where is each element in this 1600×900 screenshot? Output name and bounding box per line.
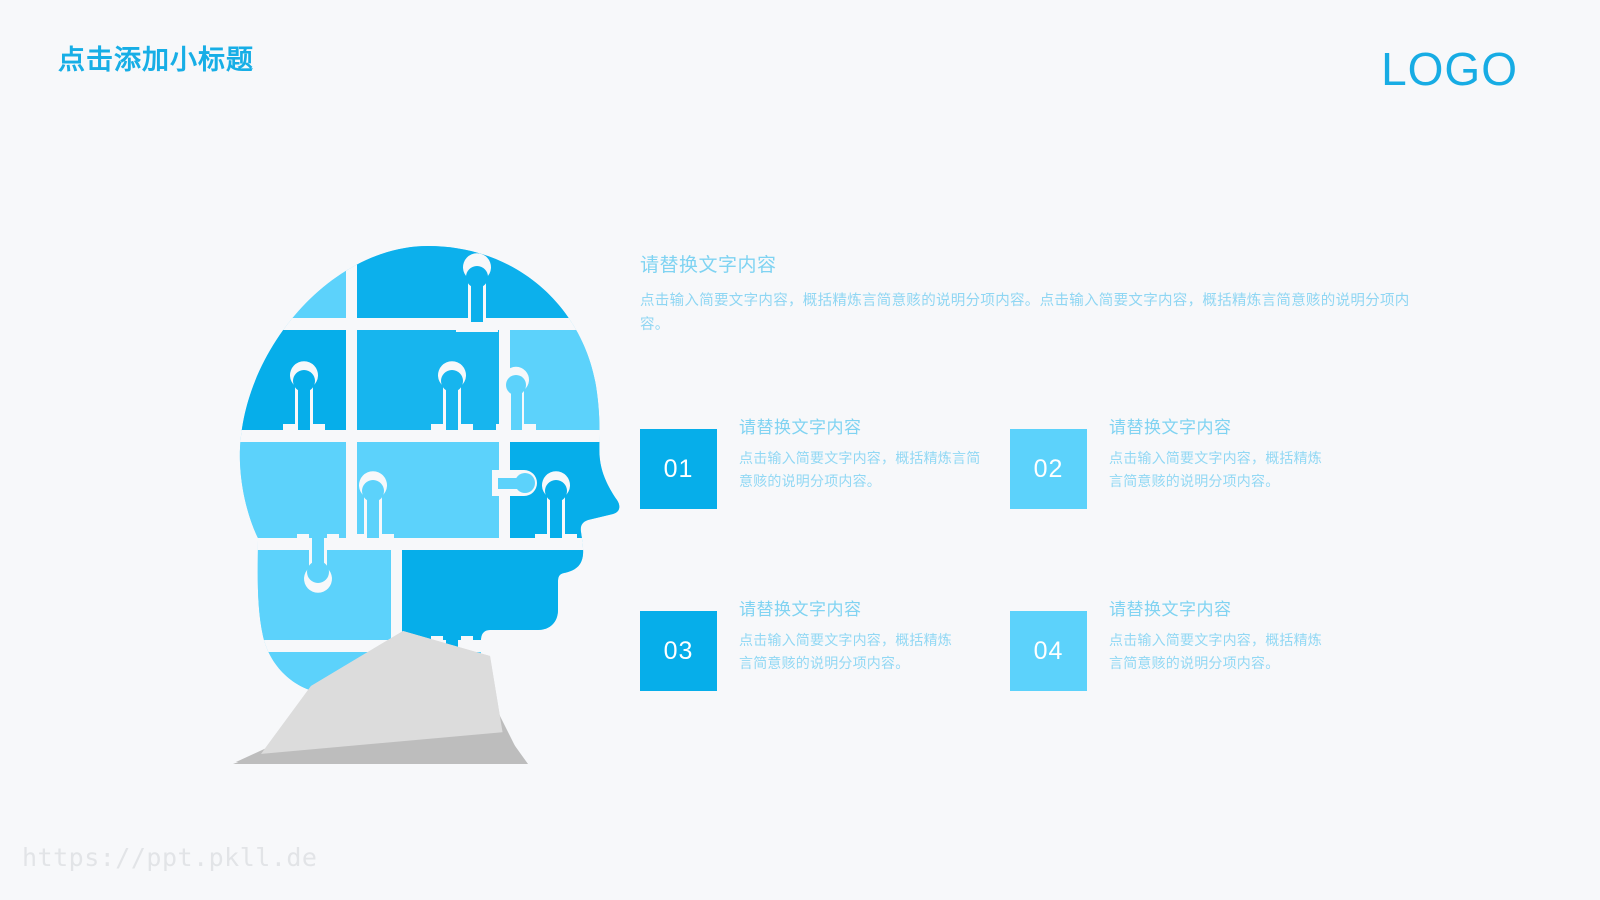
card-number-02: 02 — [1033, 454, 1064, 483]
card-number-01: 01 — [663, 454, 694, 483]
info-card-04[interactable]: 04 请替换文字内容 点击输入简要文字内容，概括精炼言简意赅的说明分项内容。 — [1010, 595, 1380, 691]
card-number-box-03: 03 — [640, 611, 717, 691]
cards-grid: 01 请替换文字内容 点击输入简要文字内容，概括精炼言简意赅的说明分项内容。 0… — [640, 413, 1430, 691]
logo-text: LOGO — [1381, 43, 1518, 95]
card-number-04: 04 — [1033, 636, 1064, 665]
intro-heading: 请替换文字内容 — [640, 255, 777, 276]
page-title: 点击添加小标题 — [58, 45, 254, 75]
card-heading-04: 请替换文字内容 — [1109, 600, 1232, 619]
slide-header: 点击添加小标题 LOGO — [0, 0, 1600, 130]
card-text-04: 请替换文字内容 点击输入简要文字内容，概括精炼言简意赅的说明分项内容。 — [1109, 595, 1331, 691]
card-number-box-04: 04 — [1010, 611, 1087, 691]
card-text-02: 请替换文字内容 点击输入简要文字内容，概括精炼言简意赅的说明分项内容。 — [1109, 413, 1331, 509]
intro-panel: 请替换文字内容 点击输入简要文字内容，概括精炼言简意赅的说明分项内容。点击输入简… — [640, 250, 1430, 337]
card-text-03: 请替换文字内容 点击输入简要文字内容，概括精炼言简意赅的说明分项内容。 — [739, 595, 961, 691]
card-body-04: 点击输入简要文字内容，概括精炼言简意赅的说明分项内容。 — [1109, 632, 1322, 671]
info-card-01[interactable]: 01 请替换文字内容 点击输入简要文字内容，概括精炼言简意赅的说明分项内容。 — [640, 413, 1010, 509]
card-number-03: 03 — [663, 636, 694, 665]
footer-watermark: https://ppt.pkll.de — [22, 843, 318, 872]
card-number-box-02: 02 — [1010, 429, 1087, 509]
cards-row-top: 01 请替换文字内容 点击输入简要文字内容，概括精炼言简意赅的说明分项内容。 0… — [640, 413, 1430, 509]
cards-row-bottom: 03 请替换文字内容 点击输入简要文字内容，概括精炼言简意赅的说明分项内容。 0… — [640, 595, 1430, 691]
info-card-02[interactable]: 02 请替换文字内容 点击输入简要文字内容，概括精炼言简意赅的说明分项内容。 — [1010, 413, 1380, 509]
card-heading-01: 请替换文字内容 — [739, 418, 862, 437]
card-text-01: 请替换文字内容 点击输入简要文字内容，概括精炼言简意赅的说明分项内容。 — [739, 413, 989, 509]
card-number-box-01: 01 — [640, 429, 717, 509]
intro-body: 点击输入简要文字内容，概括精炼言简意赅的说明分项内容。点击输入简要文字内容，概括… — [640, 293, 1410, 333]
shoulders-shape — [233, 631, 528, 764]
card-body-03: 点击输入简要文字内容，概括精炼言简意赅的说明分项内容。 — [739, 632, 952, 671]
card-body-01: 点击输入简要文字内容，概括精炼言简意赅的说明分项内容。 — [739, 450, 981, 489]
puzzle-head-icon — [228, 238, 628, 768]
info-card-03[interactable]: 03 请替换文字内容 点击输入简要文字内容，概括精炼言简意赅的说明分项内容。 — [640, 595, 1010, 691]
intro-block: 请替换文字内容 点击输入简要文字内容，概括精炼言简意赅的说明分项内容。点击输入简… — [640, 250, 1412, 337]
card-body-02: 点击输入简要文字内容，概括精炼言简意赅的说明分项内容。 — [1109, 450, 1322, 489]
card-heading-02: 请替换文字内容 — [1109, 418, 1232, 437]
card-heading-03: 请替换文字内容 — [739, 600, 862, 619]
